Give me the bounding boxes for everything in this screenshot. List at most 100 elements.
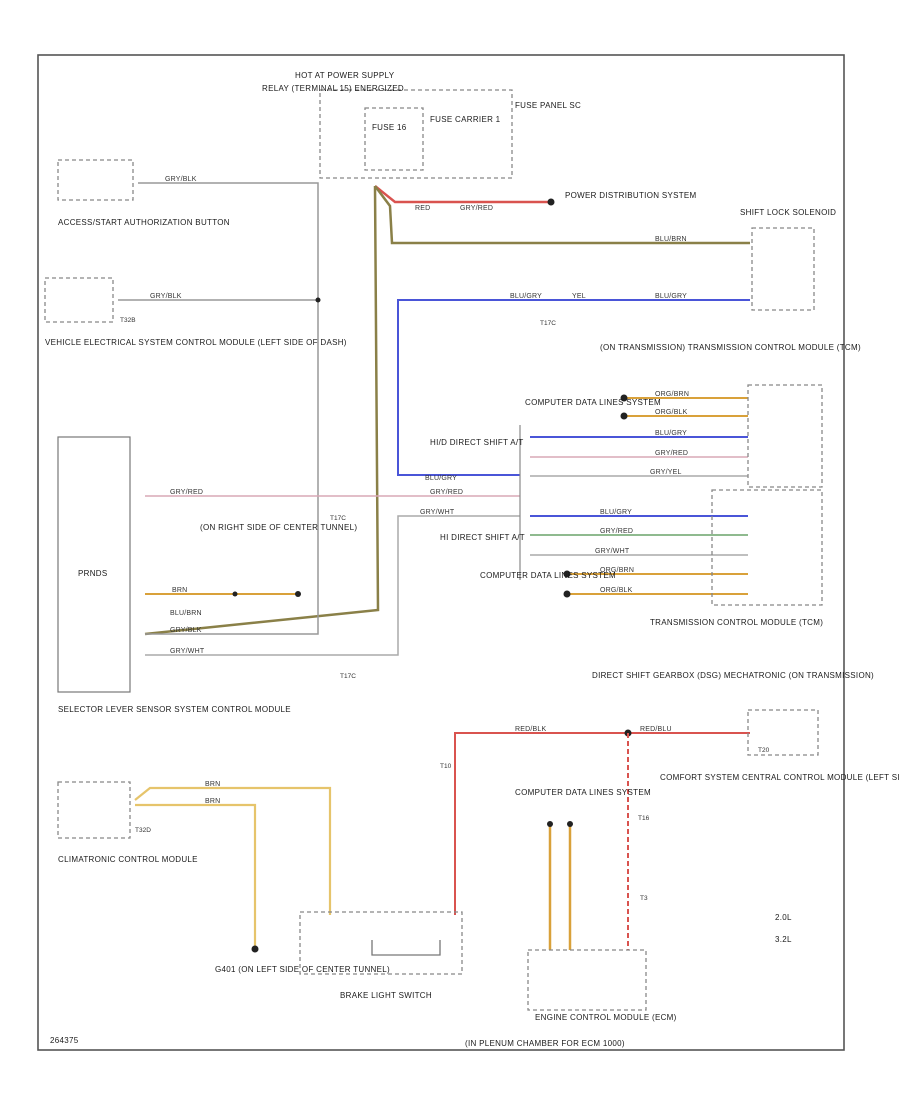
brake-switch-box — [299, 911, 463, 975]
wire-gry-wht-prnds — [145, 515, 520, 656]
wl-brn-clim-2: BRN — [205, 798, 220, 805]
fuse-panel-box — [319, 89, 513, 179]
conn-t32b: T32B — [120, 317, 136, 324]
conn-t17c-2: T17C — [330, 515, 346, 522]
selector-lever-label: SELECTOR LEVER SENSOR SYSTEM CONTROL MOD… — [58, 705, 291, 714]
wl-blu-gry-3: BLU/GRY — [425, 475, 457, 482]
wl-gry-red-tcm: GRY/RED — [655, 450, 688, 457]
vehicle-electrical-box — [44, 277, 114, 323]
fuse-label: FUSE 16 — [372, 123, 407, 132]
tcm-top-box — [747, 384, 823, 488]
wl-gry-wht: GRY/WHT — [420, 509, 455, 516]
wl-blu-gry-2: BLU/GRY — [655, 293, 687, 300]
brake-light-label: BRAKE LIGHT SWITCH — [340, 991, 432, 1000]
climatronic-box — [57, 781, 131, 839]
wire-red-power — [374, 185, 550, 204]
conn-t32d: T32D — [135, 827, 151, 834]
on-transmission-label: (ON TRANSMISSION) TRANSMISSION CONTROL M… — [600, 343, 861, 352]
hot-label: HOT AT POWER SUPPLY — [295, 71, 395, 80]
ecm-label: ENGINE CONTROL MODULE (ECM) — [535, 1013, 677, 1022]
wl-grn: GRY/RED — [600, 528, 633, 535]
power-distribution-label: POWER DISTRIBUTION SYSTEM — [565, 191, 697, 200]
wl-gry-blk-1: GRY/BLK — [165, 176, 197, 183]
wl-org-blk-2: ORG/BLK — [600, 587, 633, 594]
wl-blu-gry-4: BLU/GRY — [655, 430, 687, 437]
wire-blu-shift-lock — [397, 299, 750, 476]
splice-data-3 — [563, 570, 571, 578]
splice-power-distribution — [547, 198, 555, 206]
conn-t20: T20 — [758, 747, 770, 754]
wl-red: RED — [415, 205, 430, 212]
splice-vehicle — [315, 297, 321, 303]
conn-t17c-3: T17C — [340, 673, 356, 680]
dsg-label: DIRECT SHIFT GEARBOX (DSG) MECHATRONIC (… — [592, 671, 874, 680]
conn-t3: T3 — [640, 895, 648, 902]
wl-blu-gry-5: BLU/GRY — [600, 509, 632, 516]
wl-gry-blk-2: GRY/BLK — [150, 293, 182, 300]
diagram-frame — [37, 54, 845, 1051]
brake-switch-symbol — [371, 940, 441, 956]
relay-label: RELAY (TERMINAL 15) ENERGIZED — [262, 84, 404, 93]
wl-gry-red-prnds: GRY/RED — [170, 489, 203, 496]
wl-blu-gry-1: BLU/GRY — [510, 293, 542, 300]
conn-t17c-1: T17C — [540, 320, 556, 327]
wl-org-brn-2: ORG/BRN — [600, 567, 634, 574]
prnds-box — [57, 436, 131, 693]
wl-gry-yel: GRY/YEL — [650, 469, 682, 476]
comfort-box — [747, 709, 819, 756]
wl-brn-clim-1: BRN — [205, 781, 220, 788]
splice-tunnel-a — [232, 591, 238, 597]
climatronic-label: CLIMATRONIC CONTROL MODULE — [58, 855, 198, 864]
wl-red-blk: RED/BLK — [515, 726, 546, 733]
tcm-label: TRANSMISSION CONTROL MODULE (TCM) — [650, 618, 823, 627]
on-right-side-label: (ON RIGHT SIDE OF CENTER TUNNEL) — [200, 523, 357, 532]
wl-yel: YEL — [572, 293, 586, 300]
fuse-carrier-label: FUSE CARRIER 1 — [430, 115, 501, 124]
legend-2-0l: 2.0L — [775, 913, 792, 922]
wl-gry-red-power: GRY/RED — [460, 205, 493, 212]
tcm-lower-box — [711, 489, 823, 606]
wire-olive-shift-lock — [374, 185, 750, 245]
splice-ecm-2 — [567, 821, 573, 827]
hi-direct-shift-label: HI/D DIRECT SHIFT A/T — [430, 438, 524, 447]
wl-gry-red-2: GRY/RED — [430, 489, 463, 496]
comfort-label: COMFORT SYSTEM CENTRAL CONTROL MODULE (L… — [660, 773, 900, 782]
wl-gry-wht-2: GRY/WHT — [595, 548, 630, 555]
wire-olive-prnds — [144, 185, 380, 636]
wl-org-blk-1: ORG/BLK — [655, 409, 688, 416]
wl-brn: BRN — [172, 587, 187, 594]
fuse-box — [364, 107, 424, 171]
legend-3-2l: 3.2L — [775, 935, 792, 944]
fuse-panel-label: FUSE PANEL SC — [515, 101, 581, 110]
wl-red-blu: RED/BLU — [640, 726, 672, 733]
vehicle-electrical-label: VEHICLE ELECTRICAL SYSTEM CONTROL MODULE… — [45, 338, 347, 347]
splice-data-1 — [620, 394, 628, 402]
shift-lock-box — [751, 227, 815, 311]
splice-ecm-1 — [547, 821, 553, 827]
wl-blu-brn: BLU/BRN — [655, 236, 687, 243]
ecm-box — [527, 949, 647, 1011]
computer-data-lines-2-label: COMPUTER DATA LINES SYSTEM — [480, 571, 616, 580]
wl-gry-blk-3: GRY/BLK — [170, 627, 202, 634]
wl-org-brn-1: ORG/BRN — [655, 391, 689, 398]
wire-brn-climatronic-2 — [135, 803, 257, 948]
splice-data-4 — [563, 590, 571, 598]
wl-blu-brn-2: BLU/BRN — [170, 610, 202, 617]
splice-data-2 — [620, 412, 628, 420]
conn-t16: T16 — [638, 815, 650, 822]
wire-red-blk-comfort — [454, 732, 750, 915]
ground-point — [251, 945, 259, 953]
accessory-button-box — [57, 159, 134, 201]
shift-lock-label: SHIFT LOCK SOLENOID — [740, 208, 836, 217]
splice-tunnel-b — [295, 591, 301, 597]
conn-t10: T10 — [440, 763, 452, 770]
computer-data-lines-3-label: COMPUTER DATA LINES SYSTEM — [515, 788, 651, 797]
wire-gry-blk-accessory — [138, 182, 319, 635]
ecm-note-label: (IN PLENUM CHAMBER FOR ECM 1000) — [465, 1039, 625, 1048]
wire-brn-climatronic-1 — [134, 786, 332, 915]
prnds-label: PRNDS — [78, 569, 108, 578]
hi-direct-shift-2-label: HI DIRECT SHIFT A/T — [440, 533, 525, 542]
accessory-button-label: ACCESS/START AUTHORIZATION BUTTON — [58, 218, 230, 227]
figure-id: 264375 — [50, 1036, 79, 1045]
